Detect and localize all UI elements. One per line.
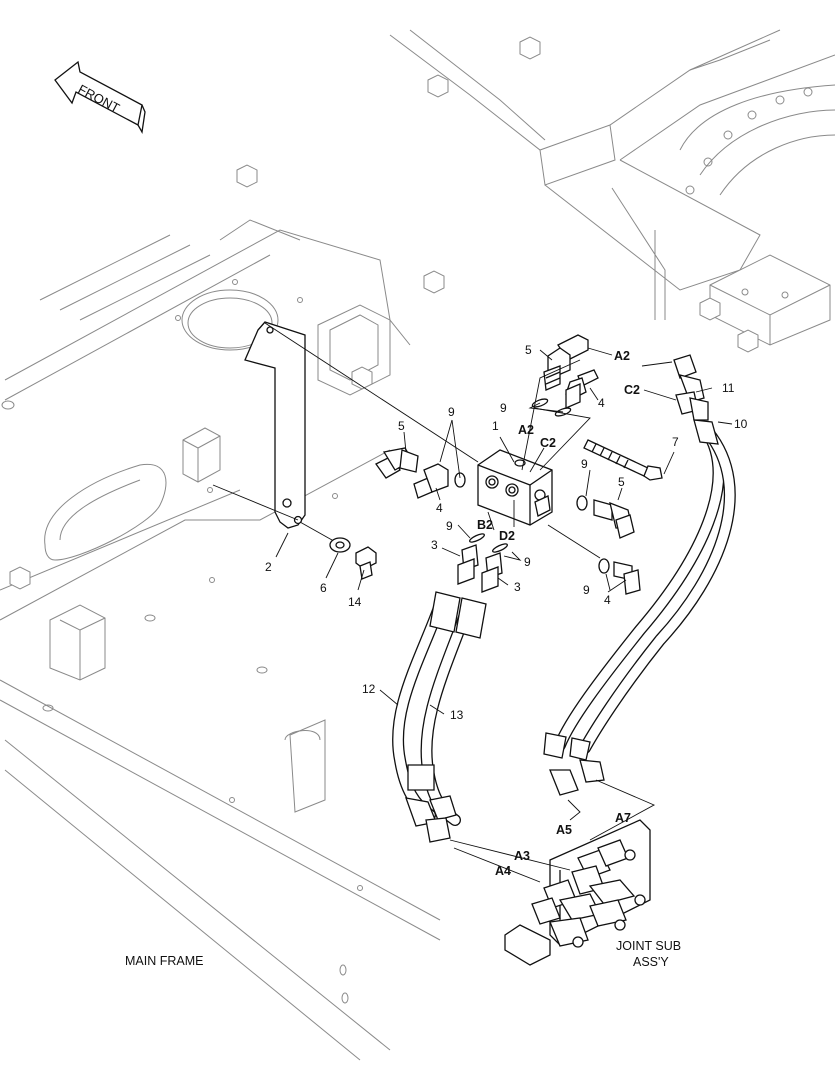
part-number-10: 10 xyxy=(734,417,748,431)
joint-sub-caption-line1: JOINT SUB xyxy=(616,939,681,953)
elbow-fitting-4-right xyxy=(613,561,641,595)
part-number-1: 1 xyxy=(492,419,499,433)
main-frame-caption: MAIN FRAME xyxy=(125,954,203,968)
part-number-5-top: 5 xyxy=(525,343,532,357)
port-label-a2-valve: A2 xyxy=(518,423,534,437)
part-number-4-top: 4 xyxy=(598,396,605,410)
part-number-3-left: 3 xyxy=(431,538,438,552)
frame-holes xyxy=(1,279,363,1004)
port-label-c2-top: C2 xyxy=(624,383,640,397)
port-label-a7: A7 xyxy=(615,811,631,825)
part-number-3-right: 3 xyxy=(514,580,521,594)
o-ring-9-right xyxy=(576,495,610,574)
background-nuts xyxy=(9,36,759,590)
elbow-fitting-5-top xyxy=(543,334,589,391)
leader-lines xyxy=(212,322,733,883)
part-number-4-left: 4 xyxy=(436,501,443,515)
main-frame-drawing xyxy=(0,29,835,1061)
port-label-a3: A3 xyxy=(514,849,530,863)
turntable-bolts xyxy=(685,87,813,195)
part-number-14: 14 xyxy=(348,595,362,609)
part-number-labels: 1 2 3 3 4 4 4 5 5 5 6 7 9 9 9 9 9 9 10 1… xyxy=(265,343,748,722)
part-number-9-right-bottom: 9 xyxy=(583,583,590,597)
joint-sub-caption-line2: ASS'Y xyxy=(633,955,669,969)
port-label-b2: B2 xyxy=(477,518,493,532)
elbow-fitting-4-top xyxy=(565,369,599,409)
part-number-9-b2: 9 xyxy=(446,519,453,533)
long-bolt-part-7 xyxy=(583,439,663,481)
part-number-9-right-top: 9 xyxy=(581,457,588,471)
port-labels: A2 C2 A2 C2 B2 D2 A3 A4 A5 A7 xyxy=(477,349,640,878)
joint-sub-assembly xyxy=(504,819,651,966)
port-label-a2-top: A2 xyxy=(614,349,630,363)
elbow-fitting-4-left xyxy=(413,463,466,499)
part-number-5-right: 5 xyxy=(618,475,625,489)
part-number-13: 13 xyxy=(450,708,464,722)
part-number-4-right: 4 xyxy=(604,593,611,607)
part-number-9-d2: 9 xyxy=(524,555,531,569)
bolt-part-14 xyxy=(355,546,377,580)
port-label-a5: A5 xyxy=(556,823,572,837)
washer-part-6 xyxy=(329,537,351,553)
part-number-9-top: 9 xyxy=(500,401,507,415)
valve-block-part-1 xyxy=(477,449,553,526)
part-number-9-left: 9 xyxy=(448,405,455,419)
part-number-11: 11 xyxy=(722,381,735,395)
hoses-10-11 xyxy=(543,354,736,796)
elbow-fitting-5-right xyxy=(593,499,635,539)
port-label-d2: D2 xyxy=(499,529,515,543)
part-number-5-left: 5 xyxy=(398,419,405,433)
port-label-c2-valve: C2 xyxy=(540,436,556,450)
adapters-part-3 xyxy=(457,533,508,593)
elbow-fitting-5-left xyxy=(375,447,419,479)
part-number-6: 6 xyxy=(320,581,327,595)
part-number-12: 12 xyxy=(362,682,376,696)
front-arrow: FRONT xyxy=(54,60,146,134)
part-number-2: 2 xyxy=(265,560,272,574)
bracket-part-2 xyxy=(244,321,306,529)
captions: MAIN FRAME JOINT SUB ASS'Y xyxy=(125,939,681,969)
hoses-12-13 xyxy=(392,591,487,843)
part-number-7: 7 xyxy=(672,435,679,449)
port-label-a4: A4 xyxy=(495,864,511,878)
